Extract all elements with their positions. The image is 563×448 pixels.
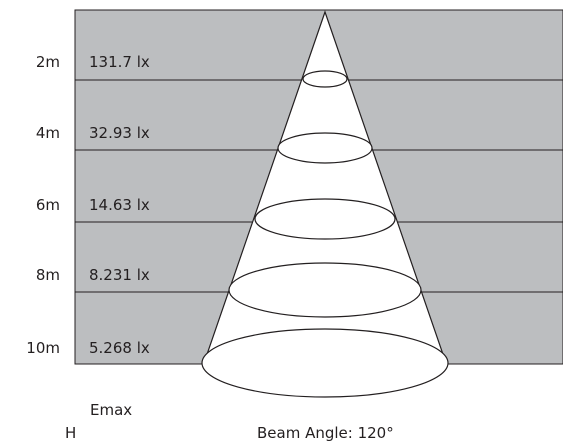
height-label: 6m xyxy=(35,196,60,214)
illuminance-label: 8.231 lx xyxy=(89,266,150,284)
illuminance-label: 131.7 lx xyxy=(89,53,150,71)
beam-ellipse-5 xyxy=(201,328,449,398)
illuminance-label: 14.63 lx xyxy=(89,196,150,214)
height-label: 2m xyxy=(35,53,60,71)
beam-ellipse-1 xyxy=(302,70,348,88)
height-label: 8m xyxy=(35,266,60,284)
beam-angle-label: Beam Angle: 120° xyxy=(257,424,394,442)
beam-cone xyxy=(201,10,449,398)
beam-ellipse-3 xyxy=(254,198,396,240)
beam-ellipse-4 xyxy=(228,262,422,318)
beam-ellipse-2 xyxy=(277,132,373,164)
h-label: H xyxy=(65,424,77,442)
emax-label: Emax xyxy=(90,401,133,419)
height-label: 4m xyxy=(35,124,60,142)
illuminance-label: 5.268 lx xyxy=(89,339,150,357)
height-label: 10m xyxy=(26,339,60,357)
illuminance-label: 32.93 lx xyxy=(89,124,150,142)
